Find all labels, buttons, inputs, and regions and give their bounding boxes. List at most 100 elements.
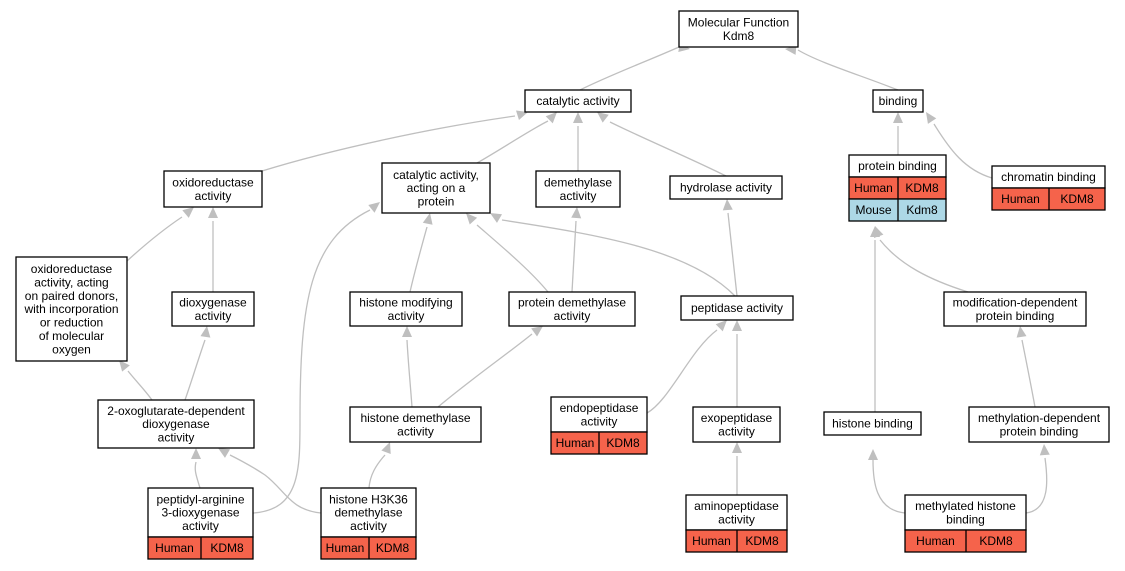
arrowhead-amino-exo — [732, 442, 742, 453]
node-label-line: protein — [418, 195, 455, 209]
edge-pep-cop — [490, 213, 736, 297]
node-label-line: binding — [879, 94, 918, 108]
node-box — [943, 291, 1087, 327]
arrowhead-oxp-ox — [182, 207, 194, 218]
node-label-line: with incorporation — [23, 302, 118, 316]
species-label: Mouse — [855, 203, 891, 217]
edge-hd-pd — [437, 326, 543, 408]
edge-ox-ca — [261, 110, 528, 172]
arrowhead-hd-hm — [402, 326, 412, 337]
node-binding[interactable]: binding — [872, 89, 924, 113]
species-label: Human — [692, 534, 731, 548]
node-peptidase-activity[interactable]: peptidase activity — [680, 295, 794, 321]
node-label-line: peptidyl-arginine — [156, 492, 244, 506]
edge-exo-pep — [732, 320, 742, 407]
arrowhead-pa-cop — [368, 202, 380, 213]
edge-pd-cop — [466, 213, 549, 293]
node-label-line: protein binding — [858, 159, 937, 173]
node-label-line: demethylase — [544, 176, 612, 190]
node-label-line: dioxygenase — [142, 417, 210, 431]
arrowhead-pep-cop — [490, 213, 503, 223]
node-box — [97, 399, 255, 449]
arrowhead-cop-ca — [545, 112, 557, 124]
edge-cb-b — [926, 112, 993, 179]
node-box — [524, 89, 632, 113]
gene-label: KDM8 — [210, 541, 244, 555]
node-box — [669, 175, 783, 200]
node-label-line: binding — [946, 512, 985, 526]
node-label-line: activity — [195, 309, 232, 323]
arrowhead-pd-dem — [571, 207, 582, 219]
species-label: Human — [1001, 192, 1040, 206]
node-histone-binding[interactable]: histone binding — [823, 411, 922, 436]
arrowhead-pep-hyd — [722, 199, 733, 211]
arrowhead-oxo-dio — [200, 326, 211, 338]
edge-dio-ox — [208, 207, 218, 292]
node-label-line: aminopeptidase — [694, 499, 779, 513]
edge-pd-dem — [571, 207, 582, 293]
arrowhead-hd-pd — [531, 326, 543, 337]
gene-label: Kdm8 — [906, 203, 938, 217]
arrowhead-h3-oxo — [218, 448, 231, 458]
edge-hb-pb — [870, 226, 880, 412]
node-label-line: on paired donors, — [25, 289, 118, 303]
node-box — [381, 162, 491, 214]
node-label-line: catalytic activity — [536, 94, 619, 108]
edge-mod-pb — [873, 226, 969, 293]
node-label-line: histone demethylase — [360, 411, 470, 425]
species-label: Human — [916, 534, 955, 548]
node-box — [692, 406, 781, 443]
node-label-line: chromatin binding — [1001, 170, 1096, 184]
node-box — [15, 256, 128, 362]
node-peptidyl-arginine[interactable]: peptidyl-arginine3-dioxygenaseactivityHu… — [147, 487, 254, 560]
node-hydrolase-activity[interactable]: hydrolase activity — [669, 175, 783, 200]
node-box — [872, 89, 924, 113]
edge-pa-oxo — [191, 448, 201, 489]
edge-dem-ca — [573, 112, 583, 171]
node-box — [349, 291, 463, 327]
node-box — [147, 487, 254, 538]
node-label-line: oxidoreductase — [31, 262, 113, 276]
arrowhead-exo-pep — [732, 320, 742, 331]
node-label-line: endopeptidase — [560, 401, 639, 415]
edge-h3-oxo — [218, 448, 322, 514]
node-oxoglutarate-dioxygenase[interactable]: 2-oxoglutarate-dependentdioxygenaseactiv… — [97, 399, 255, 449]
edge-oxp-ox — [126, 207, 194, 262]
node-label-line: activity — [182, 519, 219, 533]
node-label-line: 2-oxoglutarate-dependent — [107, 404, 245, 418]
node-label-line: activity — [397, 424, 434, 438]
node-label-line: activity — [350, 519, 387, 533]
node-catalytic-activity[interactable]: catalytic activity — [524, 89, 632, 113]
node-label-line: histone binding — [832, 417, 913, 431]
species-label: Human — [556, 436, 595, 450]
gene-label: KDM8 — [606, 436, 640, 450]
node-box — [680, 295, 794, 321]
gene-label: KDM8 — [905, 181, 939, 195]
arrowhead-dem-ca — [573, 112, 583, 123]
edge-hm-cop — [409, 213, 433, 293]
arrowhead-oxo-oxp — [119, 360, 130, 372]
